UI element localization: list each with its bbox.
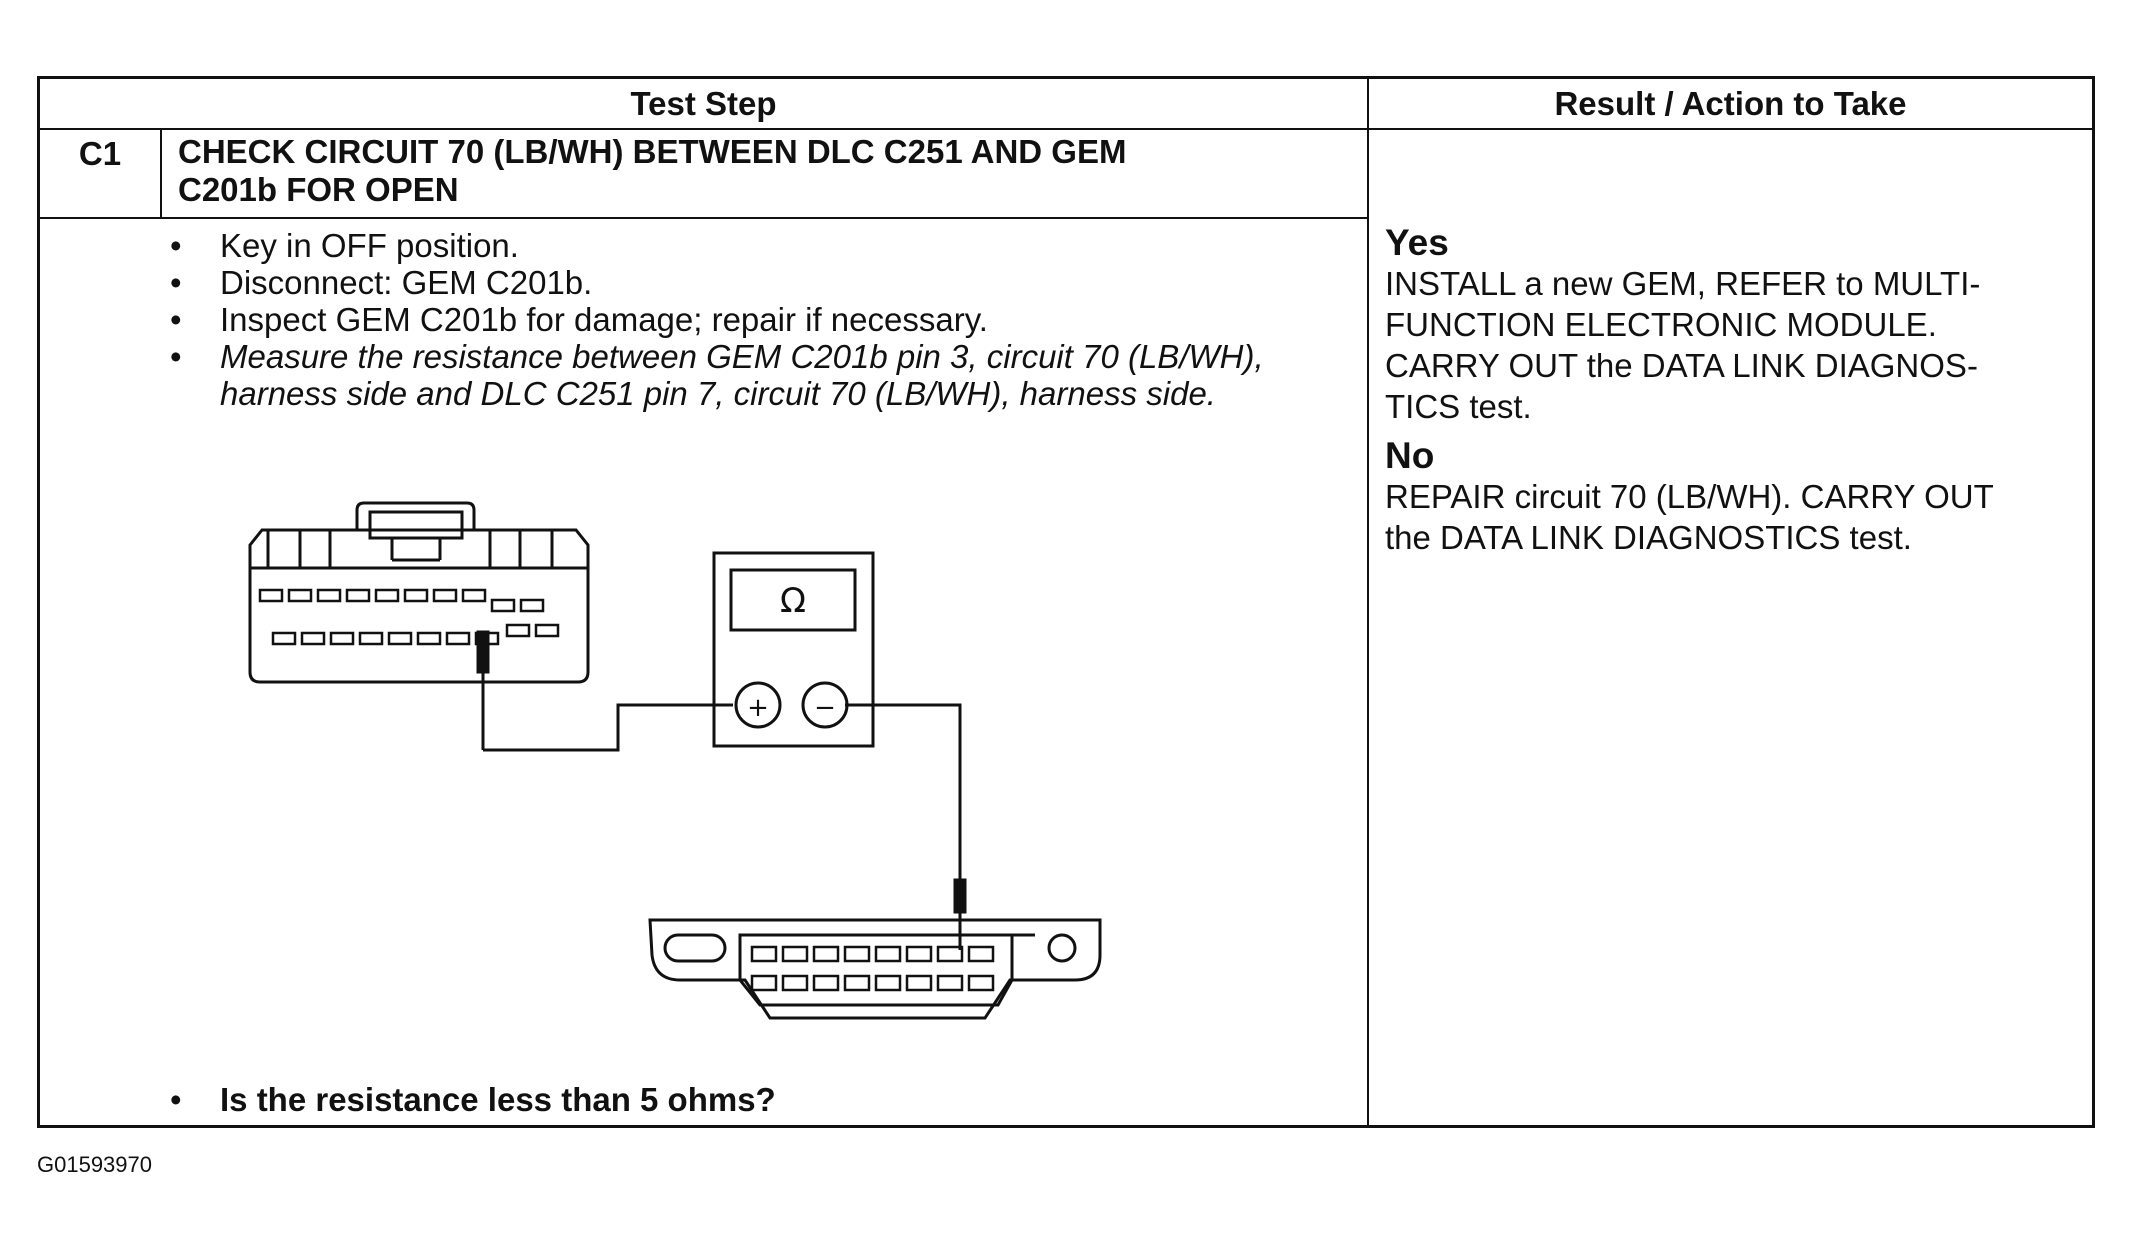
instruction-item: Inspect GEM C201b for damage; repair if … — [170, 301, 1370, 338]
step-title-divider — [40, 217, 1368, 219]
yes-action-line: INSTALL a new GEM, REFER to MULTI- — [1385, 265, 1981, 302]
header-divider — [40, 128, 2092, 130]
no-action-line: REPAIR circuit 70 (LB/WH). CARRY OUT — [1385, 478, 1994, 515]
header-result-action: Result / Action to Take — [1554, 85, 1907, 122]
no-label: No — [1385, 435, 1435, 476]
column-divider — [1367, 79, 1369, 1125]
header-test-step: Test Step — [630, 85, 777, 122]
instruction-list: Key in OFF position. Disconnect: GEM C20… — [170, 227, 1370, 412]
ohmmeter-icon — [712, 551, 875, 748]
figure-id: G01593970 — [37, 1152, 152, 1177]
wire-minus — [845, 703, 962, 880]
no-action-line: the DATA LINK DIAGNOSTICS test. — [1385, 519, 1912, 556]
dlc-connector-icon — [648, 918, 1102, 1020]
instruction-item: Measure the resistance between GEM C201b… — [170, 338, 1370, 412]
wire-plus — [483, 703, 733, 752]
step-id-divider — [160, 129, 162, 219]
diagnostic-question: Is the resistance less than 5 ohms? — [170, 1081, 776, 1118]
step-title-line1: CHECK CIRCUIT 70 (LB/WH) BETWEEN DLC C25… — [178, 133, 1127, 170]
plus-terminal-label: + — [747, 693, 769, 723]
instruction-text: Measure the resistance between GEM C201b… — [220, 338, 1264, 412]
probe-icon — [476, 630, 490, 750]
yes-action-line: FUNCTION ELECTRONIC MODULE. — [1385, 306, 1937, 343]
yes-label: Yes — [1385, 222, 1449, 263]
instruction-item: Disconnect: GEM C201b. — [170, 264, 1370, 301]
minus-terminal-label: − — [814, 693, 836, 723]
step-title-line2: C201b FOR OPEN — [178, 171, 459, 208]
instruction-item: Key in OFF position. — [170, 227, 1370, 264]
step-title: CHECK CIRCUIT 70 (LB/WH) BETWEEN DLC C25… — [178, 133, 1368, 209]
test-step-table: Test Step Result / Action to Take C1 CHE… — [37, 76, 2095, 1128]
ohm-symbol: Ω — [780, 581, 806, 621]
step-id: C1 — [78, 135, 122, 172]
yes-action-line: TICS test. — [1385, 388, 1532, 425]
result-action-panel: Yes INSTALL a new GEM, REFER to MULTI- F… — [1385, 222, 2085, 558]
probe-icon — [953, 878, 967, 950]
yes-action-line: CARRY OUT the DATA LINK DIAGNOS- — [1385, 347, 1978, 384]
gem-connector-icon — [248, 501, 590, 684]
